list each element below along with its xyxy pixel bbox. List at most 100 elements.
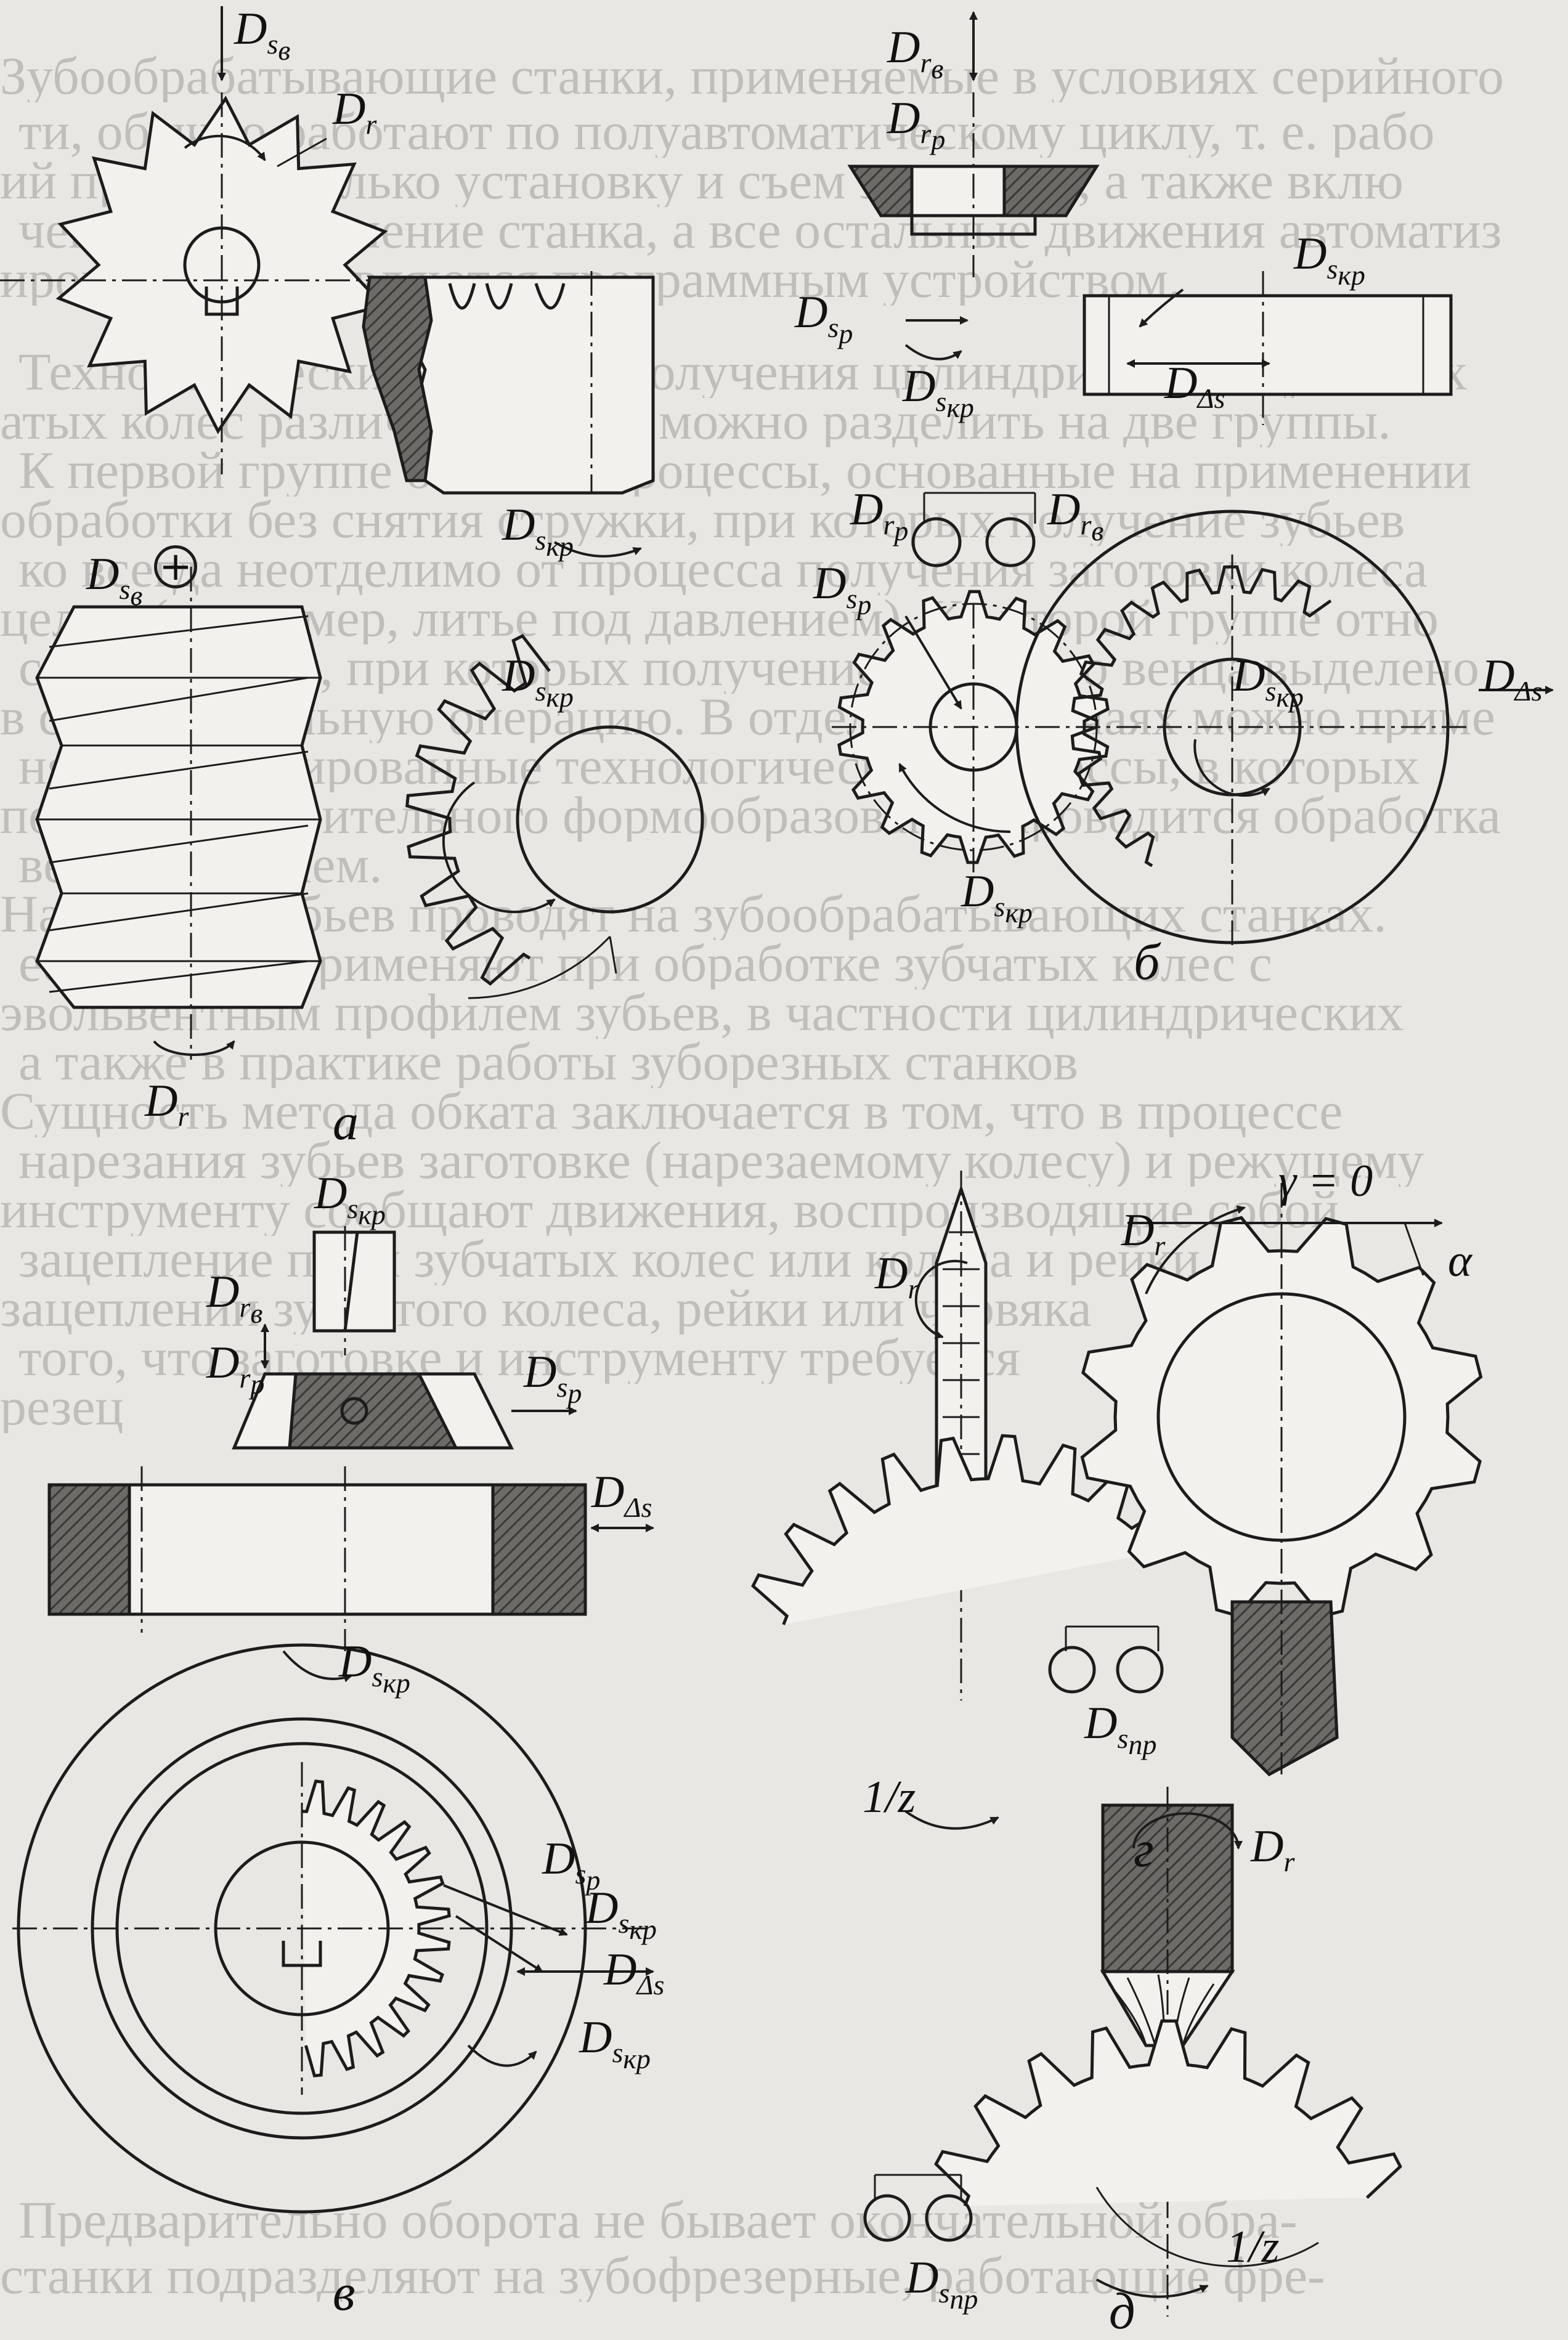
cut-section (362, 275, 433, 482)
plus-circle-icon (863, 2194, 911, 2242)
dot-circle-icon (985, 517, 1036, 567)
label-feed: Dsпр (906, 2253, 978, 2315)
rotation-arrow (467, 2044, 537, 2067)
feed-arrow (443, 1884, 568, 1936)
panel-g (751, 1171, 1483, 1830)
leader-line (277, 137, 327, 168)
label-rotation: Dr (145, 1076, 189, 1132)
panel-v (12, 1226, 654, 2214)
cutter-section (288, 1372, 459, 1450)
label-feed: Dsкр (1232, 651, 1304, 713)
caption-a: а (333, 1094, 359, 1151)
panel-b (832, 11, 1554, 949)
label-delta: DΔs (604, 1944, 665, 2001)
background-text-line: того, что заготовке и инструменту требуе… (18, 1331, 1020, 1384)
panel-d (863, 1787, 1402, 2317)
rotation-arrow (904, 344, 962, 360)
label-feed: Dsв (234, 4, 291, 66)
background-text-line: Сущность метода обката заключается в том… (0, 1084, 1343, 1137)
background-text-line: а также в практике работы зуборезных ста… (18, 1035, 1079, 1088)
tooth-slot (485, 283, 513, 310)
label-feed: Dsр (813, 558, 872, 620)
label-delta: DΔs (591, 1467, 652, 1523)
label-feed: Dsкр (502, 500, 574, 562)
label-feed: Dsр (524, 1347, 582, 1409)
workpiece-blank (1083, 294, 1453, 396)
rotation-arrow (1132, 1812, 1243, 1850)
rotation-arrow (442, 781, 556, 914)
label-ratio: 1/z (863, 1772, 916, 1822)
background-text-line: зацепление пары зубчатых колес или колес… (18, 1232, 1200, 1285)
label-delta: DΔs (1482, 651, 1543, 707)
rotation-arrow (554, 541, 642, 558)
gear-sector (405, 633, 704, 986)
label-rotation: Dr (875, 1248, 919, 1304)
background-text-line: ко всегда неотделимо от процесса получен… (18, 542, 1428, 595)
background-text-line: нарезания зубьев заготовке (нарезаемому … (18, 1134, 1424, 1187)
rotation-arrow (1139, 288, 1184, 328)
background-text-line: К первой группе отнесем процессы, основа… (18, 444, 1472, 497)
label-angle: α (1448, 1236, 1472, 1286)
label-rotation: Dr (333, 84, 377, 140)
label-feed: Dsкр (502, 651, 574, 713)
label-feed: Dsр (542, 1834, 601, 1896)
gear-sector-teeth (934, 2019, 1402, 2207)
label-feed: Dsкр (903, 361, 974, 423)
hob-helix (49, 615, 309, 993)
rotation-arrow (184, 134, 266, 161)
gear-arc (468, 935, 617, 999)
caption-v: в (333, 2264, 355, 2322)
gear-teeth (405, 633, 551, 986)
dot-circle-icon (925, 2194, 973, 2242)
caption-d: д (1109, 2283, 1135, 2340)
plus-circle-icon (1048, 1646, 1096, 1694)
label-rotation: Dr (1121, 1205, 1166, 1261)
tooth-slot (534, 283, 566, 310)
cutter-section (1002, 165, 1100, 217)
rotation-arrow (1145, 1205, 1246, 1294)
rotation-arrow (1193, 739, 1270, 797)
label-rotation: Drв (206, 1267, 263, 1329)
caption-g: г (1134, 1821, 1154, 1878)
feed-arrow (904, 615, 962, 710)
label-ratio: 1/z (1226, 2222, 1280, 2272)
finger-cutter-flutes (1108, 1974, 1215, 2046)
rotation-arrow (1096, 2278, 1209, 2298)
panel-a-hob (35, 567, 704, 1060)
caption-b: б (1134, 933, 1160, 991)
label-feed: Dsкр (314, 1168, 386, 1230)
dot-circle-icon (1116, 1646, 1164, 1694)
background-text-line: резец (0, 1380, 124, 1433)
label-feed: Dsкр (1294, 229, 1365, 291)
label-rake-angle: γ = 0 (1278, 1156, 1373, 1206)
panel-a-disk-cutter (0, 6, 655, 558)
rotation-arrow (904, 1810, 999, 1830)
label-feed: Dsкр (961, 866, 1033, 928)
label-rotation: Drв (887, 22, 944, 84)
cutter-section (847, 165, 914, 217)
label-feed: Dsкр (585, 1883, 657, 1945)
background-text-line: зацеплении зубчатого колеса, рейки или ч… (0, 1282, 1092, 1335)
label-rotation: Drв (1047, 484, 1104, 546)
label-rotation: Drр (850, 484, 909, 546)
gear-hub (516, 725, 704, 914)
ring-inner-teeth (1070, 565, 1332, 867)
rotation-arrow (914, 1259, 968, 1339)
label-rotation: Drр (206, 1338, 265, 1400)
cutter-shank (1230, 1600, 1339, 1777)
rotation-arrow (898, 763, 1011, 834)
background-text-line: Зубообрабатывающие станки, применяемые в… (0, 49, 1505, 102)
rotation-arrow (153, 1040, 235, 1057)
label-feed: Dsв (86, 549, 143, 611)
rotation-arrow (282, 1650, 352, 1683)
label-delta: DΔs (1164, 358, 1225, 414)
gear-sector (934, 2019, 1402, 2207)
tooth-slot (448, 283, 476, 310)
plus-circle-icon (911, 517, 962, 567)
label-feed: Dsкр (579, 2012, 651, 2074)
plus-circle-icon: + (154, 545, 197, 588)
label-rotation: Drр (887, 93, 946, 155)
label-feed: Dsпр (1084, 1698, 1157, 1760)
